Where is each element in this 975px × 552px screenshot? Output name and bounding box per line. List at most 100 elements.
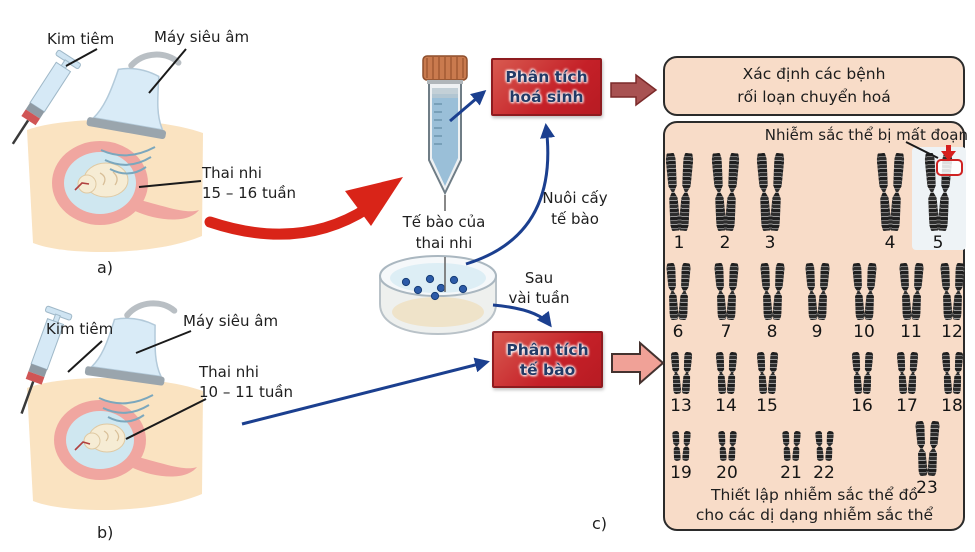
chromosome-number: 22 — [813, 463, 835, 483]
chromosome-number: 12 — [941, 322, 963, 342]
chromosome-number: 16 — [851, 396, 873, 416]
chromosome — [899, 263, 912, 320]
chromosome — [756, 352, 767, 394]
chorionic-villus-sampling-illustration — [20, 300, 203, 511]
chromosome-group-6: 6 — [652, 263, 704, 342]
chromosome-number: 2 — [719, 233, 731, 253]
chromosome — [715, 352, 726, 394]
chromosome-group-17: 17 — [881, 352, 933, 416]
chromosome — [889, 153, 904, 232]
metabolic-line2: rối loạn chuyển hoá — [737, 88, 891, 106]
chromosome-number: 13 — [670, 396, 692, 416]
umbilical-cord — [74, 182, 90, 191]
chromosome-pair — [898, 352, 917, 394]
chromosome — [915, 421, 928, 476]
panel-a-caption: a) — [97, 258, 114, 277]
chromosome-number: 9 — [811, 322, 823, 342]
chromosome-pair — [917, 421, 938, 476]
chromosome-number: 11 — [900, 322, 922, 342]
chromosome — [896, 352, 907, 394]
chromosome-pair — [943, 352, 962, 394]
chromosome — [671, 431, 680, 461]
ultrasound-probe-icon — [84, 300, 178, 386]
cell-analysis-box: Phân tích tế bào — [492, 331, 603, 388]
panel-b-needle-label: Kim tiêm — [46, 320, 114, 338]
chromosome-group-5: 5 — [912, 153, 964, 253]
after-weeks-label: Sau vài tuần — [508, 269, 570, 307]
chromosome-pair — [807, 263, 828, 320]
biochemical-analysis-box: Phân tích hoá sinh — [491, 58, 602, 116]
chromosome — [666, 263, 679, 320]
chromosome — [805, 263, 818, 320]
chromosome-group-2: 2 — [699, 153, 751, 253]
fetal-cells-label: Tế bào của thai nhi — [402, 213, 486, 252]
chromosome-pair — [853, 352, 872, 394]
chromosome — [726, 352, 737, 394]
chromosome — [862, 352, 873, 394]
chromosome — [670, 352, 681, 394]
chromosome-number: 23 — [916, 478, 938, 498]
amniocentesis-illustration — [11, 49, 203, 253]
chromosome-number: 15 — [756, 396, 778, 416]
syringe-icon — [20, 305, 73, 414]
chromosome — [940, 263, 953, 320]
chromosome — [852, 263, 865, 320]
chromosome-group-11: 11 — [885, 263, 937, 342]
chromosome — [864, 263, 877, 320]
chromosome-pair — [668, 153, 691, 231]
chromosome-number: 1 — [673, 233, 685, 253]
chromosome — [824, 431, 833, 461]
chromosome-pair — [879, 153, 902, 231]
chromosome-group-12: 12 — [926, 263, 975, 342]
chromosome — [717, 431, 726, 461]
chromosome — [711, 153, 726, 232]
chromosome-group-7: 7 — [700, 263, 752, 342]
ultrasound-waves — [100, 146, 156, 175]
chromosome-group-1: 1 — [653, 153, 705, 253]
panel-b-ultrasound-label: Máy siêu âm — [183, 312, 279, 330]
chromosome-group-16: 16 — [836, 352, 888, 416]
chromosome-group-3: 3 — [744, 153, 796, 253]
panel-c-caption: c) — [592, 514, 608, 533]
dish-medium — [392, 297, 484, 327]
chromosome — [714, 263, 727, 320]
umbilical-cord — [74, 441, 91, 451]
chromosome — [756, 153, 771, 232]
chromosome-group-9: 9 — [791, 263, 843, 342]
panel-a-fetus-label: Thai nhi 15 – 16 tuần — [202, 164, 297, 202]
chromosome — [665, 153, 680, 232]
panel-a-needle-label: Kim tiêm — [47, 30, 115, 48]
karyotype-caption: Thiết lập nhiễm sắc thể đồ cho các dị dạ… — [695, 486, 934, 524]
chromosome — [814, 431, 823, 461]
chromosome-number: 20 — [716, 463, 738, 483]
chromosome — [952, 352, 963, 394]
chromosome-group-22: 22 — [798, 431, 850, 483]
chromosome-pair — [762, 263, 783, 320]
chromosome-group-8: 8 — [746, 263, 798, 342]
chromosome — [769, 153, 784, 232]
chromosome-number: 7 — [720, 322, 732, 342]
chromosome-group-13: 13 — [655, 352, 707, 416]
chromosome-group-15: 15 — [741, 352, 793, 416]
chromosome-pair — [668, 263, 689, 320]
chromosome — [927, 421, 940, 476]
chromosome-group-20: 20 — [701, 431, 753, 483]
cell-culture-label: Nuôi cấy tế bào — [542, 189, 608, 228]
chromosome-number: 17 — [896, 396, 918, 416]
chromosome-pair — [816, 431, 833, 461]
chromosome-group-21: 21 — [765, 431, 817, 483]
chromosome — [767, 352, 778, 394]
chromosome — [727, 431, 736, 461]
chromosome-pair — [901, 263, 922, 320]
chromosome-number: 14 — [715, 396, 737, 416]
chromosome-pair — [717, 352, 736, 394]
chromosome-number: 4 — [884, 233, 896, 253]
chromosome-pair — [854, 263, 875, 320]
deletion-marker-box — [936, 159, 963, 176]
chromosome — [911, 263, 924, 320]
chromosome — [851, 352, 862, 394]
chromosome — [678, 153, 693, 232]
chromosome — [907, 352, 918, 394]
chromosome-number: 21 — [780, 463, 802, 483]
